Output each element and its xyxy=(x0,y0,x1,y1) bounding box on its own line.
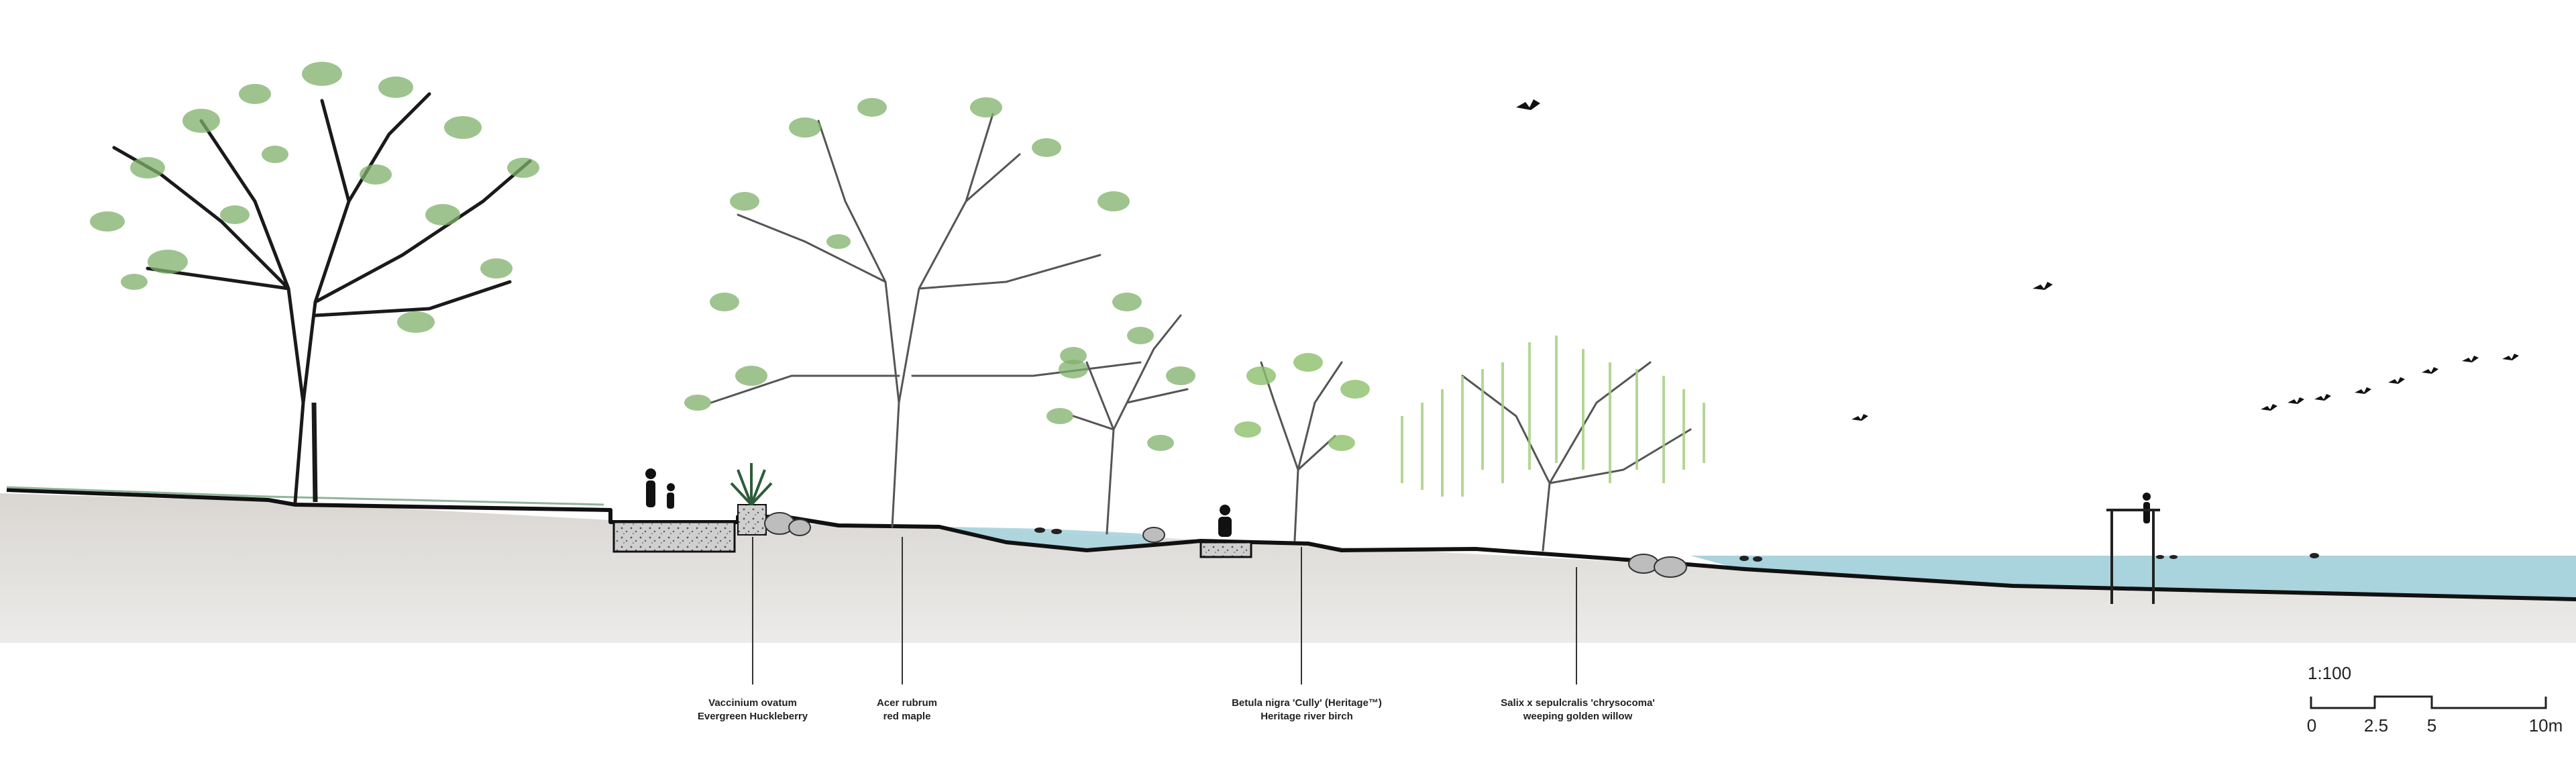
label-acer-common: red maple xyxy=(883,711,931,722)
dock-icon xyxy=(2106,509,2160,604)
ground-line xyxy=(6,488,2576,601)
tree-icon xyxy=(1401,336,1705,552)
duck-icon xyxy=(1034,527,2319,562)
planter-box-pond xyxy=(1199,541,1252,558)
shrub-icon xyxy=(730,463,773,506)
person-icon xyxy=(2143,493,2151,523)
huckleberry-planter xyxy=(737,504,767,536)
label-acer-latin: Acer rubrum xyxy=(877,697,937,709)
planter-box-left xyxy=(612,521,736,553)
scale-tick-2: 5 xyxy=(2427,715,2436,735)
tree-icon xyxy=(90,62,539,504)
bird-icon xyxy=(1516,99,2519,421)
person-icon xyxy=(645,468,675,509)
leader-lines xyxy=(752,537,1577,684)
person-icon xyxy=(1218,505,1232,537)
tree-icon xyxy=(1234,353,1370,542)
tree-icon xyxy=(1046,314,1195,535)
scale-tick-0: 0 xyxy=(2307,715,2316,735)
scale-ratio: 1:100 xyxy=(2308,663,2351,683)
grass-strip xyxy=(6,486,604,506)
scale-tick-1: 2.5 xyxy=(2364,715,2388,735)
label-salix-common: weeping golden willow xyxy=(1523,711,1633,722)
label-vaccinium-common: Evergreen Huckleberry xyxy=(698,711,808,722)
label-betula-common: Heritage river birch xyxy=(1260,711,1353,722)
tree-icon xyxy=(684,97,1142,528)
label-vaccinium-latin: Vaccinium ovatum xyxy=(708,697,797,709)
rock-icon xyxy=(764,512,1687,578)
river-water xyxy=(1690,556,2576,601)
label-salix-latin: Salix x sepulcralis 'chrysocoma' xyxy=(1501,697,1655,709)
pond-water xyxy=(946,527,1154,550)
scale-tick-3: 10m xyxy=(2529,715,2563,735)
label-betula-latin: Betula nigra 'Cully' (Heritage™) xyxy=(1232,697,1382,709)
scale-bar: 1:100 0 2.5 5 10m xyxy=(2307,663,2563,735)
